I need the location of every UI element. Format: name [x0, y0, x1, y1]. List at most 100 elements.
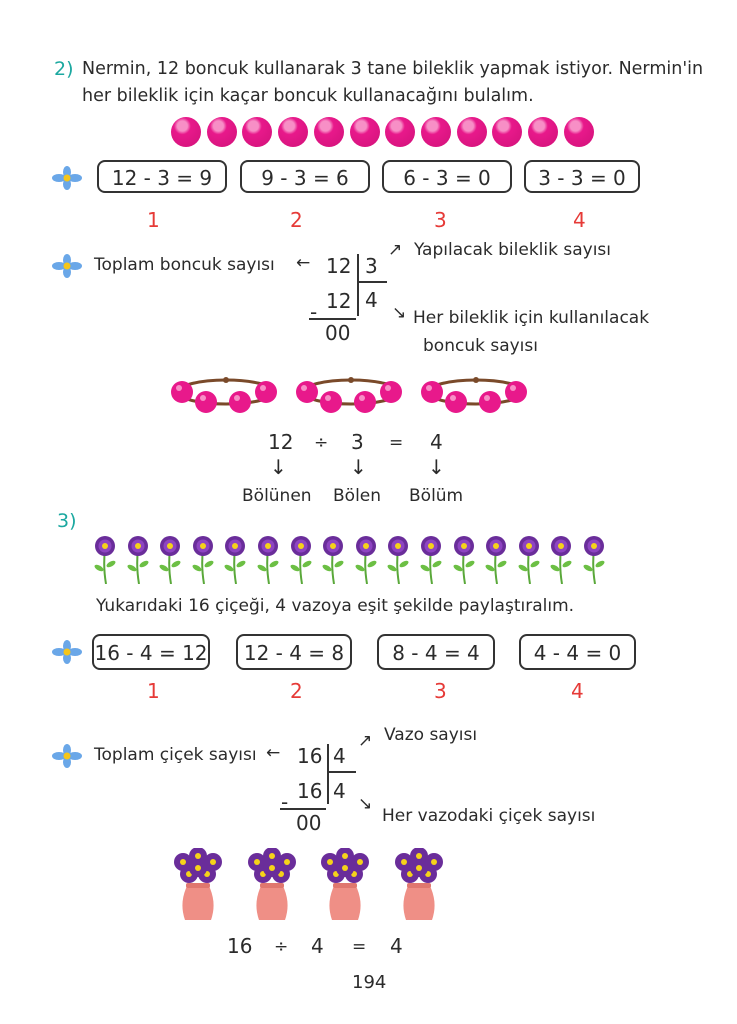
flower	[384, 536, 412, 585]
bead	[420, 117, 451, 147]
step-number: 1	[147, 208, 160, 232]
flower	[580, 536, 608, 585]
flower-bullet-icon	[52, 640, 82, 668]
bead	[206, 117, 237, 147]
term-divisor: Bölen	[333, 486, 382, 506]
vase-with-flowers	[169, 847, 227, 923]
product: 16	[297, 779, 323, 803]
arrow-left-icon: ←	[296, 253, 311, 273]
equation-quotient: 4	[430, 430, 443, 454]
arrow-down-icon: ↓	[428, 455, 445, 479]
arrow-down-right-icon: ↘	[392, 303, 407, 323]
quotient-label-2: boncuk sayısı	[423, 336, 538, 356]
flower	[254, 536, 282, 585]
equation-divisor: 3	[351, 430, 364, 454]
subtraction-step-box: 12 - 4 = 8	[236, 634, 352, 670]
bead	[563, 117, 594, 147]
division-line	[357, 281, 387, 283]
total-beads-label: Toplam boncuk sayısı	[94, 255, 275, 275]
bead	[242, 117, 273, 147]
flower	[124, 536, 152, 585]
step-number: 3	[434, 208, 447, 232]
bracelet	[168, 372, 288, 421]
flower	[482, 536, 510, 585]
subtraction-step-box: 8 - 4 = 4	[377, 634, 495, 670]
step-number: 1	[147, 679, 160, 703]
step-number: 2	[290, 679, 303, 703]
flower	[417, 536, 445, 585]
quotient-label: Her vazodaki çiçek sayısı	[382, 806, 596, 826]
divisor: 3	[365, 254, 378, 278]
arrow-up-right-icon: ↗	[388, 240, 403, 260]
flower	[156, 536, 184, 585]
step-number: 3	[434, 679, 447, 703]
quotient-label: Her bileklik için kullanılacak	[413, 308, 650, 328]
arrow-up-right-icon: ↗	[358, 731, 373, 751]
problem-2-text-line1: Nermin, 12 boncuk kullanarak 3 tane bile…	[82, 59, 704, 79]
term-quotient: Bölüm	[409, 486, 464, 506]
dividend: 16	[297, 744, 323, 768]
flower	[189, 536, 217, 585]
dividend: 12	[326, 254, 352, 278]
equation-divide: ÷	[274, 937, 289, 957]
flower	[91, 536, 119, 585]
flower-bullet-icon	[52, 744, 82, 772]
subtraction-line	[280, 808, 326, 810]
problem-2-number: 2)	[54, 58, 74, 80]
vase-with-flowers	[316, 847, 374, 923]
quotient: 4	[333, 779, 346, 803]
problem-2-text-line2: her bileklik için kaçar boncuk kullanaca…	[82, 86, 534, 106]
equation-quotient: 4	[390, 934, 403, 958]
flower	[450, 536, 478, 585]
division-bar	[327, 744, 329, 804]
term-dividend: Bölünen	[242, 486, 312, 506]
bead	[456, 117, 487, 147]
bead	[349, 117, 380, 147]
division-bar	[357, 254, 359, 316]
quotient: 4	[365, 288, 378, 312]
flower	[287, 536, 315, 585]
remainder: 00	[296, 811, 322, 835]
step-number: 2	[290, 208, 303, 232]
arrow-down-icon: ↓	[270, 455, 287, 479]
division-line	[327, 771, 356, 773]
equation-equals: =	[352, 937, 367, 957]
flower-bullet-icon	[52, 166, 82, 194]
remainder: 00	[325, 321, 351, 345]
flower	[547, 536, 575, 585]
flower	[221, 536, 249, 585]
step-number: 4	[573, 208, 586, 232]
problem-3-caption: Yukarıdaki 16 çiçeği, 4 vazoya eşit şeki…	[96, 596, 575, 616]
vase-with-flowers	[243, 847, 301, 923]
flower-bullet-icon	[52, 254, 82, 282]
subtraction-line	[309, 318, 356, 320]
bead	[171, 117, 201, 147]
flower	[515, 536, 543, 585]
vase-with-flowers	[390, 847, 448, 923]
equation-divisor: 4	[311, 934, 324, 958]
subtraction-step-box: 12 - 3 = 9	[97, 160, 227, 193]
arrow-down-icon: ↓	[350, 455, 367, 479]
subtraction-step-box: 16 - 4 = 12	[92, 634, 210, 670]
bead	[528, 117, 558, 147]
bead	[385, 117, 416, 147]
divisor-label: Vazo sayısı	[384, 725, 478, 745]
subtraction-step-box: 9 - 3 = 6	[240, 160, 370, 193]
minus-sign: -	[281, 790, 289, 814]
total-flowers-label: Toplam çiçek sayısı	[94, 745, 257, 765]
equation-divide: ÷	[314, 433, 329, 453]
subtraction-step-box: 6 - 3 = 0	[382, 160, 512, 193]
arrow-left-icon: ←	[266, 743, 281, 763]
bead	[278, 117, 309, 147]
minus-sign: -	[310, 300, 318, 324]
subtraction-step-box: 3 - 3 = 0	[524, 160, 640, 193]
subtraction-step-box: 4 - 4 = 0	[519, 634, 636, 670]
bracelet	[293, 372, 413, 421]
bead	[492, 117, 523, 147]
page-number: 194	[352, 972, 387, 993]
step-number: 4	[571, 679, 584, 703]
divisor-label: Yapılacak bileklik sayısı	[414, 240, 612, 260]
equation-dividend: 12	[268, 430, 294, 454]
equation-equals: =	[389, 433, 404, 453]
bracelet	[418, 372, 538, 421]
